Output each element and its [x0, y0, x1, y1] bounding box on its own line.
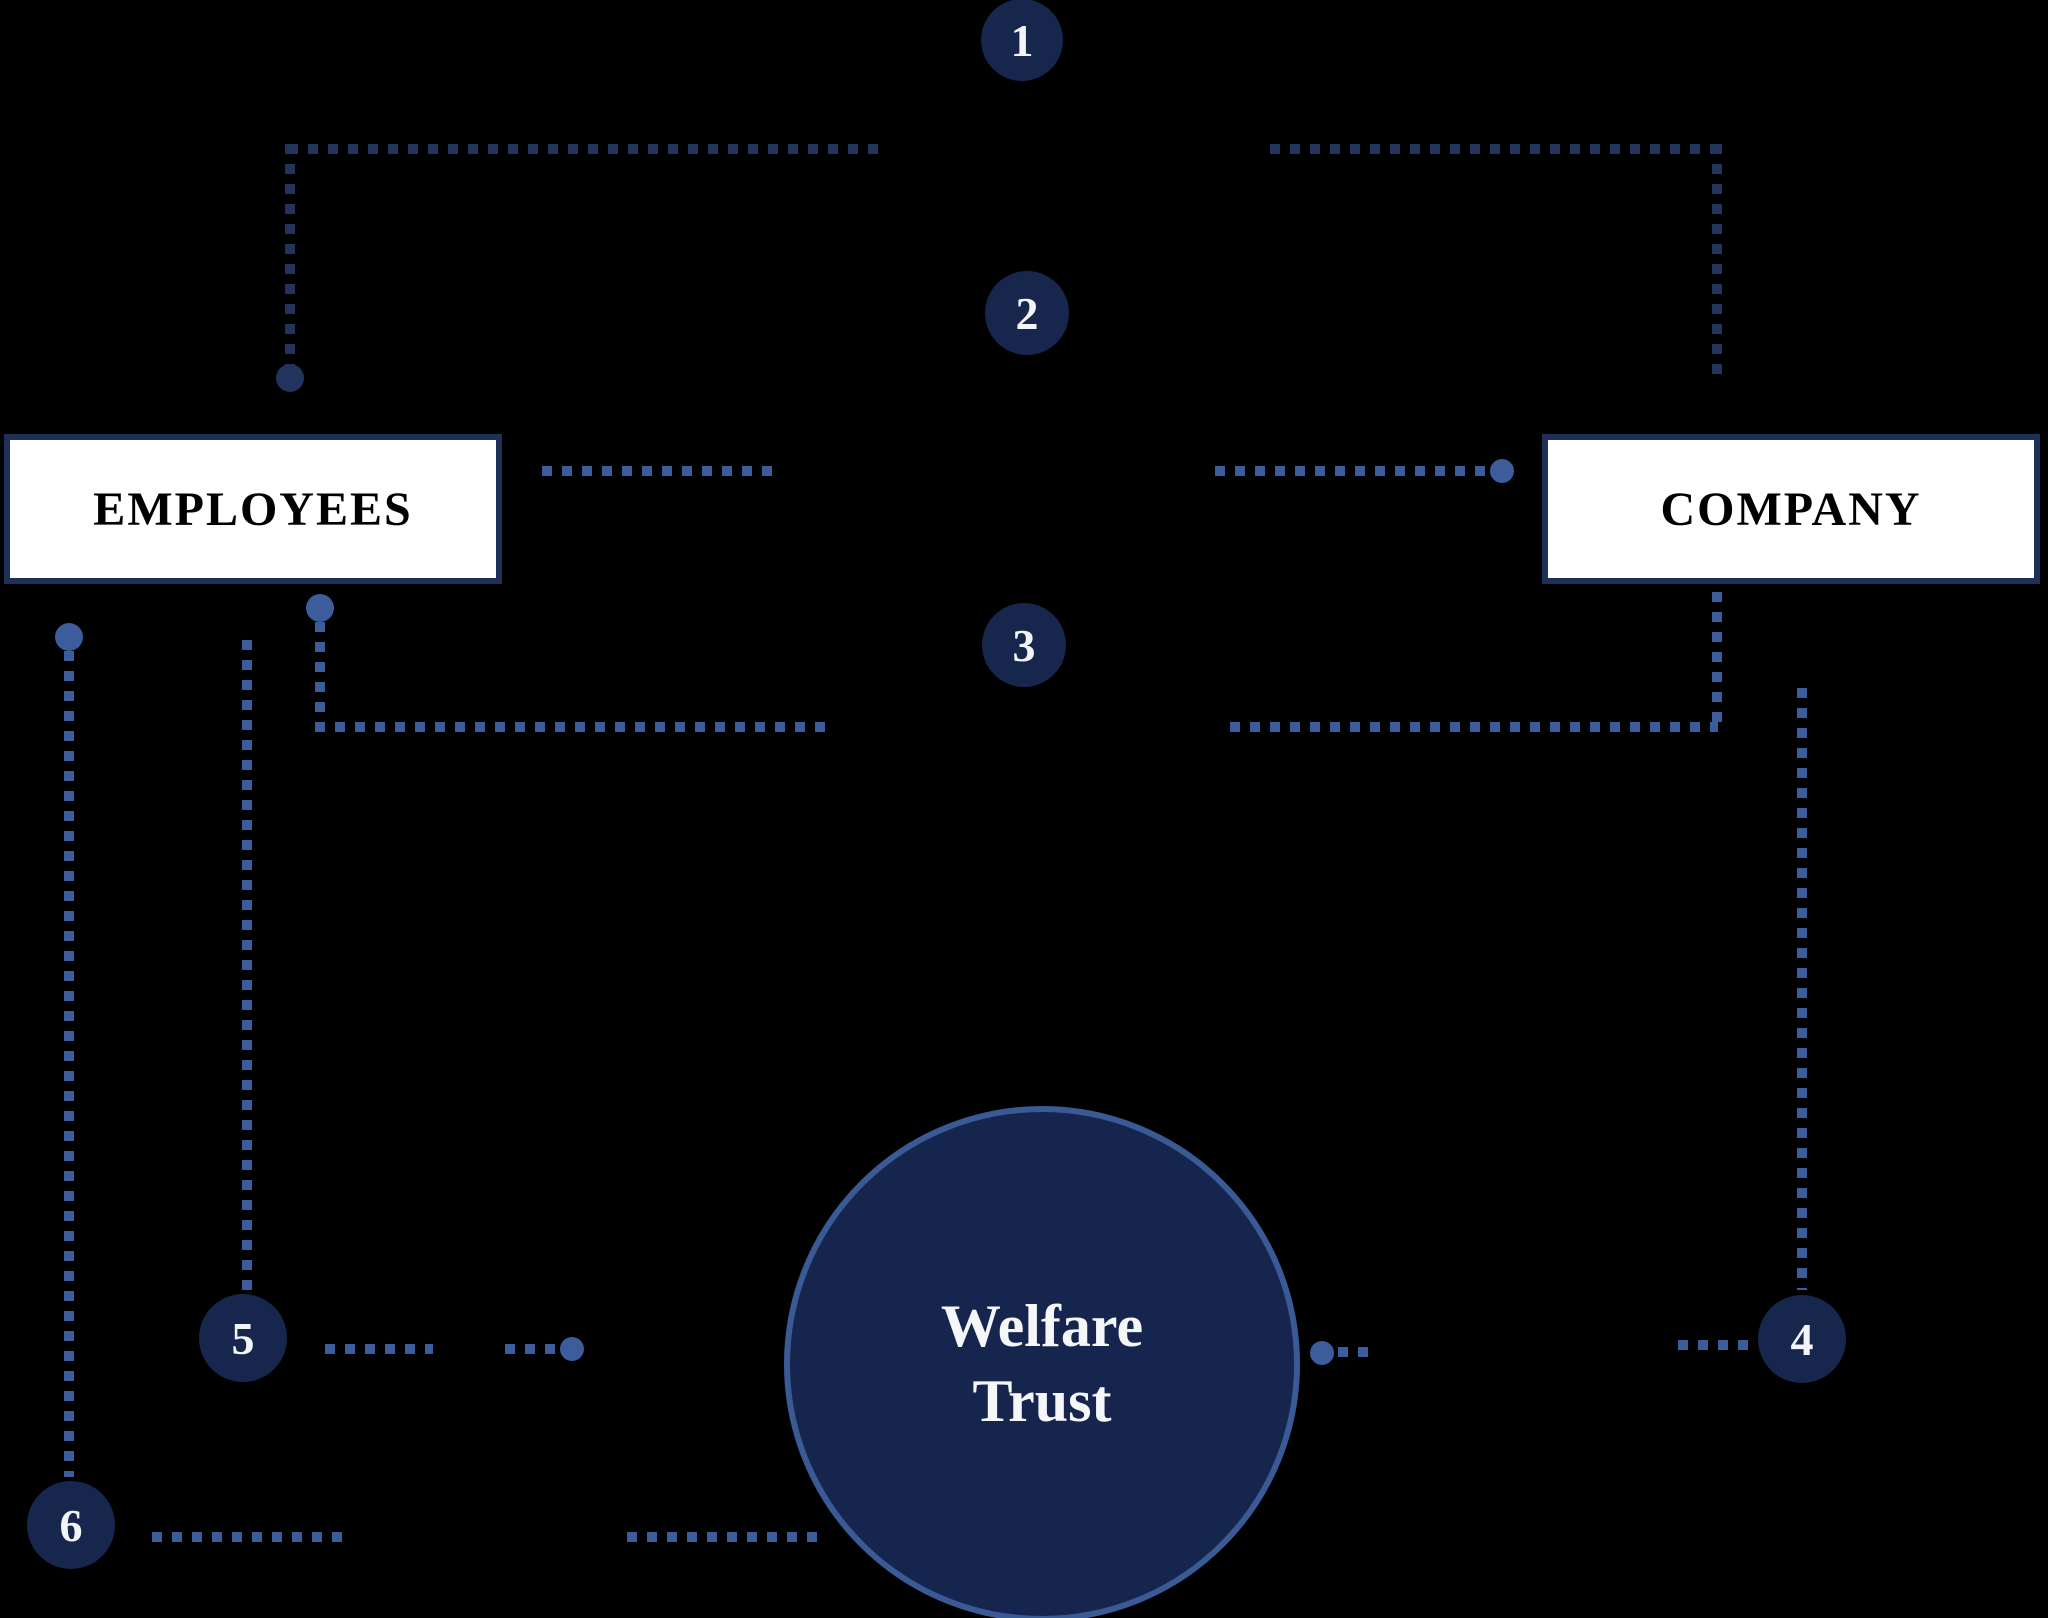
employees-node: EMPLOYEES	[4, 434, 502, 584]
step-number-2: 2	[1015, 287, 1039, 339]
connector-trust-right-dot	[1310, 1341, 1334, 1365]
connector-6-horizontal-right	[627, 1532, 819, 1542]
connector-3-left-vertical	[315, 622, 325, 726]
connector-3-left-horizontal	[315, 722, 835, 732]
connector-5-vertical	[242, 640, 252, 1290]
connector-3-right-horizontal	[1230, 722, 1718, 732]
employees-label: EMPLOYEES	[93, 482, 413, 536]
step-badge-5: 5	[199, 1294, 287, 1382]
connector-trust-left-segment	[505, 1344, 559, 1354]
connector-1-left-vertical	[285, 144, 295, 370]
step-badge-2: 2	[985, 271, 1069, 355]
step-badge-1: 1	[981, 0, 1063, 81]
connector-2-right-segment	[1215, 466, 1487, 476]
connector-5-horizontal	[325, 1344, 433, 1354]
welfare-trust-label-line1: Welfare	[940, 1293, 1144, 1359]
connector-1-right-horizontal	[1270, 144, 1718, 154]
connector-1-left-endpoint-dot	[276, 364, 304, 392]
step-number-1: 1	[1010, 14, 1034, 66]
step-badge-4: 4	[1758, 1295, 1846, 1383]
connector-3-right-vertical	[1712, 592, 1722, 726]
connector-trust-left-dot	[560, 1337, 584, 1361]
step-number-6: 6	[59, 1499, 83, 1551]
step-number-4: 4	[1790, 1313, 1814, 1365]
connector-2-right-endpoint-dot	[1490, 459, 1514, 483]
connector-1-left-horizontal	[288, 144, 880, 154]
step-badge-6: 6	[27, 1481, 115, 1569]
connector-6-start-dot	[55, 623, 83, 651]
welfare-trust-node: Welfare Trust	[784, 1106, 1300, 1618]
connector-2-left-segment	[542, 466, 778, 476]
connector-4-horizontal	[1678, 1340, 1752, 1350]
step-number-3: 3	[1012, 619, 1036, 671]
connector-4-vertical	[1797, 688, 1807, 1290]
company-node: COMPANY	[1542, 434, 2040, 584]
company-label: COMPANY	[1660, 482, 1922, 536]
connector-3-left-start-dot	[306, 594, 334, 622]
connector-trust-right-segment	[1338, 1347, 1376, 1357]
step-badge-3: 3	[982, 603, 1066, 687]
connector-6-vertical	[64, 651, 74, 1477]
welfare-trust-label-line2: Trust	[972, 1368, 1112, 1434]
connector-6-horizontal-left	[152, 1532, 344, 1542]
connector-1-right-vertical	[1712, 144, 1722, 380]
step-number-5: 5	[231, 1312, 255, 1364]
